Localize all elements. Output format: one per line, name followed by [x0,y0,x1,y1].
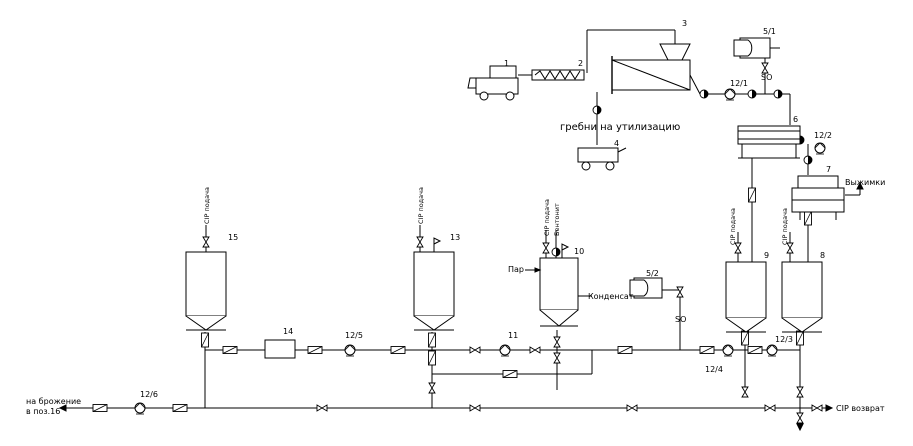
bentonite-10: Бентонит [553,203,561,236]
label-7: 7 [826,165,831,174]
label-2: 2 [578,59,583,68]
press-7 [791,175,845,220]
label-12-2: 12/2 [814,131,832,140]
label-4: 4 [614,139,619,148]
label-5-2: 5/2 [646,269,659,278]
so-bottom-label: SO [675,315,686,324]
label-14: 14 [283,327,293,336]
tank-9 [725,232,767,333]
label-1: 1 [504,59,509,68]
cip-supply-15: CIP подача [203,187,211,224]
waste-label: гребни на утилизацию [560,122,680,133]
cart-4 [577,147,627,171]
label-8: 8 [820,251,825,260]
label-6: 6 [793,115,798,124]
label-3: 3 [682,19,687,28]
drainer-6 [737,125,801,159]
to-fermentation-label-1: на брожение [26,397,81,406]
label-12-4: 12/4 [705,365,723,374]
cip-supply-10: CIP подача [543,199,551,236]
screw-conveyor-2 [518,69,585,81]
label-13: 13 [450,233,460,242]
cip-supply-9: CIP подача [729,208,737,245]
label-15: 15 [228,233,238,242]
sulfitator-5-2 [629,277,663,299]
to-fermentation-label-2: в поз.16 [26,407,60,416]
label-11: 11 [508,331,518,340]
tank-13 [413,225,455,331]
annotations: гребни на утилизацию Выжимки Пар Конденс… [26,73,885,416]
label-12-6: 12/6 [140,390,158,399]
label-9: 9 [764,251,769,260]
truck-1 [467,65,519,101]
condensate-label: Конденсат [588,292,634,301]
tank-15 [185,225,227,331]
label-12-5: 12/5 [345,331,363,340]
main-pipeline [60,29,861,425]
steam-label: Пар [508,265,524,274]
label-5-1: 5/1 [763,27,776,36]
cip-supply-13: CIP подача [417,187,425,224]
pomace-label: Выжимки [845,178,885,187]
tank-8 [781,232,823,333]
sulfitator-5-1 [733,37,780,59]
label-10: 10 [574,247,584,256]
tank-10 [525,230,592,327]
cip-supply-8: CIP подача [781,208,789,245]
filter-14 [264,339,296,359]
label-12-3: 12/3 [775,335,793,344]
crusher-destemmer-3 [611,43,701,95]
so-top-label: SO [761,73,772,82]
label-12-1: 12/1 [730,79,748,88]
flow-arrows [58,181,864,432]
equipment-numbers: 1 2 3 4 5/1 5/2 6 7 8 9 10 11 12/1 12/2 … [140,19,832,399]
cip-return-label: CIP возврат [836,404,885,413]
